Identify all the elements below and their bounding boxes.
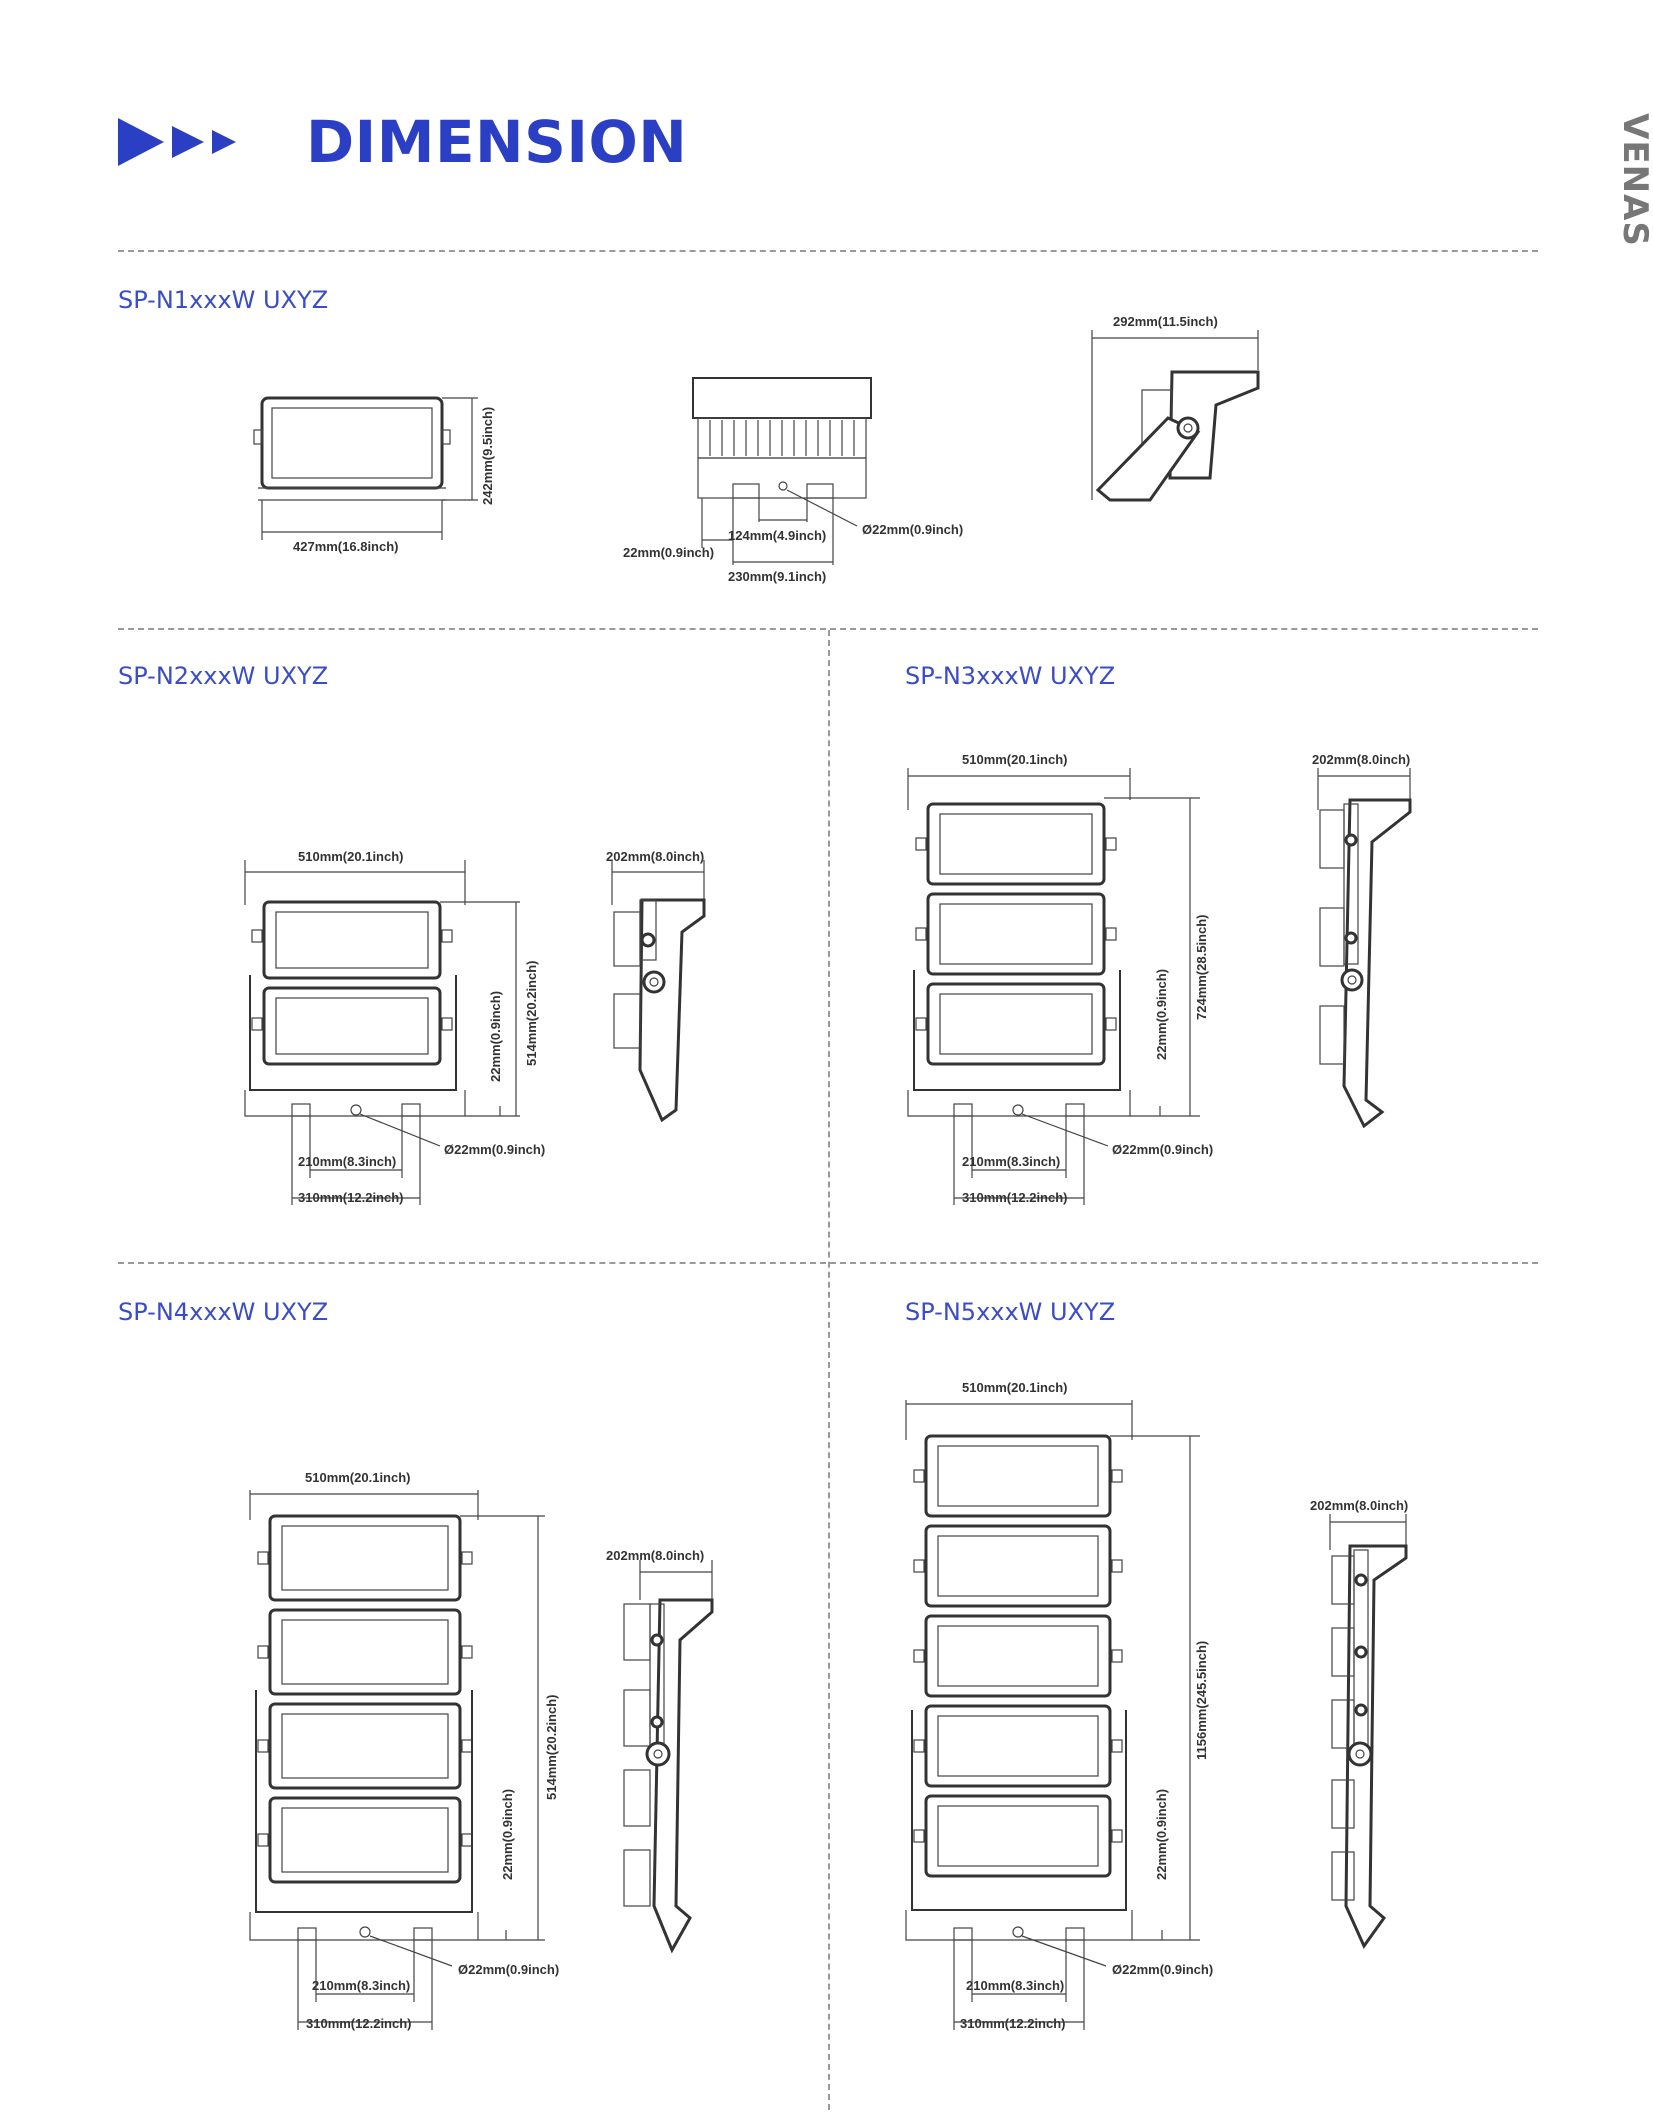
n5-base-210-label: 210mm(8.3inch) xyxy=(966,1978,1064,1993)
n5-height-label: 1156mm(245.5inch) xyxy=(1194,1641,1209,1760)
n2-base-210-label: 210mm(8.3inch) xyxy=(298,1154,396,1169)
n4-hole-label: Ø22mm(0.9inch) xyxy=(458,1962,559,1977)
n3-hole-label: Ø22mm(0.9inch) xyxy=(1112,1142,1213,1157)
n2-offset-label: 22mm(0.9inch) xyxy=(488,991,503,1082)
n3-offset-label: 22mm(0.9inch) xyxy=(1154,969,1169,1060)
n3-side-view: 202mm(8.0inch) xyxy=(1312,752,1412,1129)
n5-offset-label: 22mm(0.9inch) xyxy=(1154,1789,1169,1880)
n3-front-view: 510mm(20.1inch) 724mm(28.5inch) 22mm(0.9… xyxy=(907,752,1213,1205)
model-n1: SP-N1xxxW UXYZ xyxy=(118,286,329,314)
n3-side-depth-label: 202mm(8.0inch) xyxy=(1312,752,1410,767)
n5-side-view: 202mm(8.0inch) xyxy=(1310,1498,1408,1949)
n2-width-label: 510mm(20.1inch) xyxy=(298,849,404,864)
model-n4: SP-N4xxxW UXYZ xyxy=(118,1298,329,1326)
n4-side-depth-label: 202mm(8.0inch) xyxy=(606,1548,704,1563)
n2-height-label: 514mm(20.2inch) xyxy=(524,961,539,1067)
n2-base-310-label: 310mm(12.2inch) xyxy=(298,1190,404,1205)
n3-base-210-label: 210mm(8.3inch) xyxy=(962,1154,1060,1169)
n1-width-label: 427mm(16.8inch) xyxy=(293,539,399,554)
n4-offset-label: 22mm(0.9inch) xyxy=(500,1789,515,1880)
n1-height-label: 242mm(9.5inch) xyxy=(480,407,495,505)
n2-hole-label: Ø22mm(0.9inch) xyxy=(444,1142,545,1157)
n2-side-depth-label: 202mm(8.0inch) xyxy=(606,849,704,864)
n1-back-view: 22mm(0.9inch) 124mm(4.9inch) 230mm(9.1in… xyxy=(623,377,963,584)
n5-hole-label: Ø22mm(0.9inch) xyxy=(1112,1962,1213,1977)
n5-width-label: 510mm(20.1inch) xyxy=(962,1380,1068,1395)
n3-width-label: 510mm(20.1inch) xyxy=(962,752,1068,767)
n4-front-view: 510mm(20.1inch) 514mm(20.2inch) 22mm(0.9… xyxy=(249,1470,559,2031)
model-n3: SP-N3xxxW UXYZ xyxy=(905,662,1116,690)
n2-side-view: 202mm(8.0inch) xyxy=(606,849,706,1123)
n1-back-124-label: 124mm(4.9inch) xyxy=(728,528,826,543)
n5-front-view: 510mm(20.1inch) 1156mm(245.5inch) 22mm(0… xyxy=(905,1380,1213,2031)
n1-side-view: 292mm(11.5inch) xyxy=(1091,314,1260,502)
n1-back-22-label: 22mm(0.9inch) xyxy=(623,545,714,560)
divider-top xyxy=(118,250,1538,252)
page-title: DIMENSION xyxy=(306,108,688,176)
n3-base-310-label: 310mm(12.2inch) xyxy=(962,1190,1068,1205)
n4-side-view: 202mm(8.0inch) xyxy=(606,1548,714,1954)
n4-width-label: 510mm(20.1inch) xyxy=(305,1470,411,1485)
n5-side-depth-label: 202mm(8.0inch) xyxy=(1310,1498,1408,1513)
n3-height-label: 724mm(28.5inch) xyxy=(1194,915,1209,1021)
model-n2: SP-N2xxxW UXYZ xyxy=(118,662,329,690)
n4-height-label: 514mm(20.2inch) xyxy=(544,1695,559,1801)
n4-base-310-label: 310mm(12.2inch) xyxy=(306,2016,412,2031)
divider-vertical xyxy=(828,630,830,2110)
triple-arrow-icon xyxy=(118,118,236,166)
n4-base-210-label: 210mm(8.3inch) xyxy=(312,1978,410,1993)
divider-middle xyxy=(118,628,1538,630)
n5-base-310-label: 310mm(12.2inch) xyxy=(960,2016,1066,2031)
model-n5: SP-N5xxxW UXYZ xyxy=(905,1298,1116,1326)
n1-front-view: 427mm(16.8inch) 242mm(9.5inch) xyxy=(253,396,495,554)
n1-back-230-label: 230mm(9.1inch) xyxy=(728,569,826,584)
n2-front-view: 510mm(20.1inch) 514mm(20.2inch) 22mm(0.9… xyxy=(244,849,545,1205)
n1-side-depth-label: 292mm(11.5inch) xyxy=(1113,314,1218,329)
n1-hole-label: Ø22mm(0.9inch) xyxy=(862,522,963,537)
